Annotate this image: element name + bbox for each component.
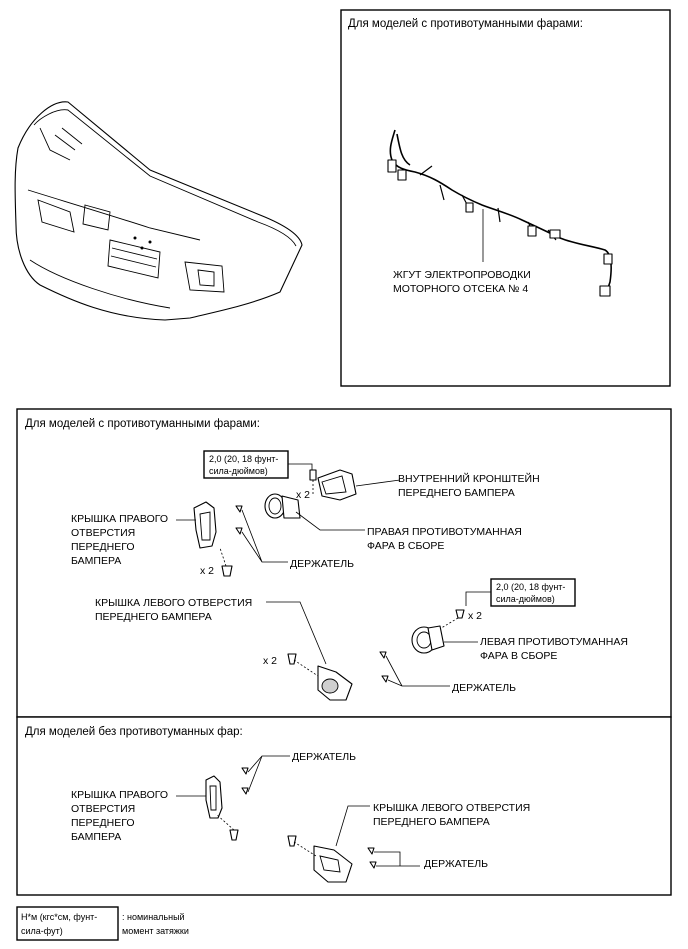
legend-unit-line2: сила-фут): [21, 926, 63, 936]
bottom-left-cover-line2: ПЕРЕДНЕГО БАМПЕРА: [373, 816, 490, 828]
screw-icon: [287, 835, 297, 847]
inner-bracket-line2: ПЕРЕДНЕГО БАМПЕРА: [398, 487, 515, 499]
left-fog-line1: ЛЕВАЯ ПРОТИВОТУМАННАЯ: [480, 636, 628, 648]
left-cover-leader: [266, 601, 327, 665]
inner-bracket-line1: ВНУТРЕННИЙ КРОНШТЕЙН: [398, 472, 540, 485]
middle-panel-header: Для моделей с противотуманными фарами:: [25, 418, 260, 430]
bottom-left-cover-leader: [335, 805, 370, 847]
qty-screw-right: x 2: [200, 565, 214, 577]
qty-bolt-left: x 2: [468, 610, 482, 622]
torque-spec-right: [203, 450, 289, 479]
right-cover-line4: БАМПЕРА: [71, 555, 121, 567]
retainer-2-label: ДЕРЖАТЕЛЬ: [452, 682, 516, 694]
top-panel-frame: [340, 9, 671, 387]
right-hole-cover: [193, 501, 217, 549]
clip-icon: [367, 847, 377, 869]
legend-desc-line2: момент затяжки: [122, 926, 189, 936]
inner-bracket-leader: [355, 479, 401, 487]
right-fog-line2: ФАРА В СБОРЕ: [367, 540, 444, 552]
right-fog-line1: ПРАВАЯ ПРОТИВОТУМАННАЯ: [367, 526, 522, 538]
left-cover-line1: КРЫШКА ЛЕВОГО ОТВЕРСТИЯ: [95, 597, 252, 609]
left-fog-line2: ФАРА В СБОРЕ: [480, 650, 557, 662]
legend-unit-line1: Н*м (кгс*см, фунт-: [21, 912, 97, 922]
torque-spec-left: [490, 578, 576, 607]
retainer-1-leader: [241, 509, 288, 563]
right-fog-leader: [295, 511, 365, 531]
bolt-icon: [455, 609, 465, 619]
front-bumper-illustration: [14, 101, 303, 321]
torque-left-line2: сила-дюймов): [496, 594, 555, 604]
harness-label-line1: ЖГУТ ЭЛЕКТРОПРОВОДКИ: [393, 269, 531, 281]
engine-room-wire-harness: [387, 129, 613, 297]
bottom-panel-header: Для моделей без противотуманных фар:: [25, 726, 243, 738]
bottom-right-cover-line4: БАМПЕРА: [71, 831, 121, 843]
right-cover-line2: ОТВЕРСТИЯ: [71, 527, 135, 539]
bottom-left-hole-cover: [313, 845, 353, 883]
bottom-retainer-2-label: ДЕРЖАТЕЛЬ: [424, 858, 488, 870]
clip-icon: [235, 505, 243, 535]
screw-icon: [229, 829, 239, 841]
torque-left-line1: 2,0 (20, 18 фунт-: [496, 582, 565, 592]
bolt-icon: [309, 469, 317, 481]
bottom-retainer-1-leader: [247, 755, 290, 793]
harness-label-line2: МОТОРНОГО ОТСЕКА № 4: [393, 283, 528, 295]
bottom-right-cover-line1: КРЫШКА ПРАВОГО: [71, 789, 168, 801]
left-fog-lamp-assembly: [411, 625, 445, 654]
top-panel-header: Для моделей с противотуманными фарами:: [348, 18, 583, 30]
bottom-right-hole-cover: [205, 775, 223, 819]
front-bumper-inner-bracket: [317, 469, 357, 501]
right-cover-line3: ПЕРЕДНЕГО: [71, 541, 135, 553]
bottom-retainer-1-label: ДЕРЖАТЕЛЬ: [292, 751, 356, 763]
legend-desc-line1: : номинальный: [122, 912, 185, 922]
right-cover-line1: КРЫШКА ПРАВОГО: [71, 513, 168, 525]
qty-bolt-right: x 2: [296, 489, 310, 501]
qty-screw-left: x 2: [263, 655, 277, 667]
torque-right-line1: 2,0 (20, 18 фунт-: [209, 454, 278, 464]
retainer-1-label: ДЕРЖАТЕЛЬ: [290, 558, 354, 570]
left-cover-line2: ПЕРЕДНЕГО БАМПЕРА: [95, 611, 212, 623]
middle-panel-frame: [16, 408, 672, 718]
screw-icon: [287, 653, 297, 665]
bottom-left-cover-line1: КРЫШКА ЛЕВОГО ОТВЕРСТИЯ: [373, 802, 530, 814]
torque-unit-legend-box: [16, 906, 119, 941]
screw-icon: [221, 565, 233, 577]
bottom-right-cover-line2: ОТВЕРСТИЯ: [71, 803, 135, 815]
torque-left-leader: [465, 591, 491, 606]
torque-right-line2: сила-дюймов): [209, 466, 268, 476]
bottom-retainer-2-leader: [374, 851, 420, 867]
torque-right-leader: [288, 463, 313, 472]
retainer-2-leader: [385, 655, 450, 687]
right-fog-lamp-assembly: [264, 493, 301, 519]
left-hole-cover: [317, 665, 353, 701]
clip-icon: [379, 651, 389, 683]
bottom-right-cover-line3: ПЕРЕДНЕГО: [71, 817, 135, 829]
clip-icon: [241, 767, 249, 795]
